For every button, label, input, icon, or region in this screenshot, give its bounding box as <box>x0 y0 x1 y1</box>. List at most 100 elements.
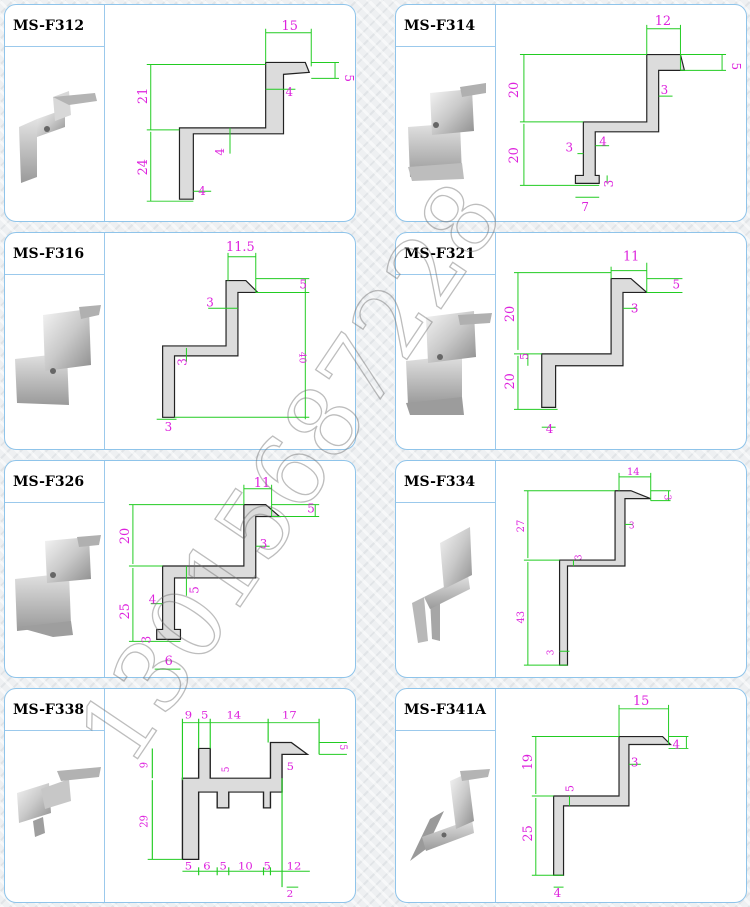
dim-label: 19 <box>521 754 536 770</box>
divider <box>104 503 105 677</box>
model-label: MS-F321 <box>404 246 476 262</box>
dim-label: 20 <box>118 528 133 544</box>
dim-label: 17 <box>282 710 297 722</box>
model-label: MS-F314 <box>404 18 476 34</box>
dim-label: 20 <box>507 82 522 98</box>
dim-label: 5 <box>342 74 355 82</box>
dim-label: 3 <box>631 755 639 769</box>
dim-label: 4 <box>599 135 607 149</box>
profile-drawing: 11 5 20 3 4 5 25 3 6 <box>118 476 320 670</box>
product-photo <box>406 311 492 415</box>
product-card-ms-f316: MS-F316 11.5 5 3 3 40 3 <box>4 232 356 450</box>
dim-label: 4 <box>198 184 206 198</box>
dim-label: 3 <box>631 301 639 315</box>
profile-drawing: 11 5 20 3 5 20 4 <box>503 250 683 436</box>
dim-label: 12 <box>287 860 302 872</box>
divider <box>495 503 496 677</box>
dim-label: 3 <box>165 420 173 434</box>
dim-label: 5 <box>187 586 201 594</box>
dim-label: 5 <box>287 761 295 773</box>
model-label: MS-F312 <box>13 18 85 34</box>
dim-label: 20 <box>507 147 522 163</box>
dim-label: 9 <box>137 762 151 768</box>
dim-label: 15 <box>633 694 649 709</box>
dim-label: 5 <box>299 277 307 291</box>
product-card-ms-f312: MS-F312 15 5 21 4 4 24 4 <box>4 4 356 222</box>
dim-label: 4 <box>546 422 554 436</box>
dim-label: 25 <box>118 603 133 619</box>
product-card-ms-f334: MS-F334 14 3 27 3 3 43 3 <box>395 460 747 678</box>
profile-drawing: 15 5 21 4 4 24 4 <box>136 19 355 202</box>
dim-label: 5 <box>337 744 349 750</box>
dim-label: 5 <box>264 860 272 872</box>
dim-label: 3 <box>662 495 672 501</box>
profile-drawing: 15 4 19 3 5 25 4 <box>521 694 689 900</box>
dim-label: 40 <box>296 352 306 364</box>
model-label: MS-F326 <box>13 474 85 490</box>
dim-label: 5 <box>518 353 531 360</box>
product-card-ms-f341a: MS-F341A 15 4 19 3 5 25 4 <box>395 688 747 903</box>
model-label-box: MS-F321 <box>396 233 496 275</box>
dim-label: 4 <box>673 737 681 751</box>
model-label: MS-F334 <box>404 474 476 490</box>
model-label-box: MS-F314 <box>396 5 496 47</box>
dim-label: 6 <box>165 654 173 669</box>
dim-label: 3 <box>206 295 214 309</box>
dim-label: 5 <box>563 785 576 792</box>
dim-label: 3 <box>547 650 557 656</box>
divider <box>104 731 105 902</box>
dim-label: 12 <box>655 14 671 29</box>
dim-label: 5 <box>220 767 232 773</box>
product-photo <box>17 767 101 837</box>
dim-label: 4 <box>149 593 157 607</box>
model-label-box: MS-F334 <box>396 461 496 503</box>
dim-label: 3 <box>566 141 574 155</box>
dim-label: 11 <box>623 250 639 265</box>
dim-label: 11 <box>254 476 270 491</box>
dim-label: 20 <box>503 373 518 389</box>
product-card-ms-f321: MS-F321 11 5 20 3 5 20 4 <box>395 232 747 450</box>
profile-drawing: 11.5 5 3 3 40 3 <box>156 240 310 434</box>
dim-label: 14 <box>226 710 241 722</box>
dim-label: 5 <box>185 860 193 872</box>
dim-label: 7 <box>581 200 589 214</box>
model-label-box: MS-F341A <box>396 689 496 731</box>
model-label-box: MS-F316 <box>5 233 105 275</box>
dim-label: 6 <box>203 860 211 872</box>
divider <box>104 275 105 449</box>
dim-label: 27 <box>516 520 527 533</box>
product-card-ms-f326: MS-F326 11 5 20 3 4 5 25 3 6 <box>4 460 356 678</box>
divider <box>495 275 496 449</box>
dim-label: 25 <box>521 825 536 841</box>
product-photo <box>19 91 97 183</box>
dim-label: 4 <box>554 886 562 900</box>
model-label: MS-F341A <box>404 702 486 718</box>
dim-label: 5 <box>307 502 315 516</box>
model-label: MS-F338 <box>13 702 85 718</box>
dim-label: 29 <box>137 815 151 828</box>
dim-label: 20 <box>503 306 518 322</box>
divider <box>495 731 496 902</box>
dim-label: 3 <box>175 358 189 366</box>
model-label-box: MS-F326 <box>5 461 105 503</box>
product-card-ms-f314: MS-F314 12 5 20 3 3 4 20 3 7 <box>395 4 747 222</box>
product-photo <box>15 535 101 637</box>
dim-label: 3 <box>260 537 268 551</box>
dim-label: 9 <box>185 710 193 722</box>
dim-label: 10 <box>238 860 253 872</box>
dim-label: 2 <box>287 890 294 900</box>
model-label-box: MS-F338 <box>5 689 105 731</box>
divider <box>495 47 496 221</box>
product-photo <box>410 769 490 861</box>
profile-drawing: 9 5 14 17 5 9 5 5 29 5 6 5 10 5 12 2 <box>137 710 349 900</box>
dim-label: 3 <box>574 554 584 560</box>
model-label-box: MS-F312 <box>5 5 105 47</box>
dim-label: 3 <box>140 636 154 644</box>
model-label: MS-F316 <box>13 246 85 262</box>
dim-label: 4 <box>213 148 227 156</box>
profile-drawing: 12 5 20 3 3 4 20 3 7 <box>507 14 743 214</box>
dim-label: 5 <box>201 710 209 722</box>
dim-label: 3 <box>602 180 616 188</box>
dim-label: 14 <box>627 467 640 478</box>
product-photo <box>408 83 486 181</box>
